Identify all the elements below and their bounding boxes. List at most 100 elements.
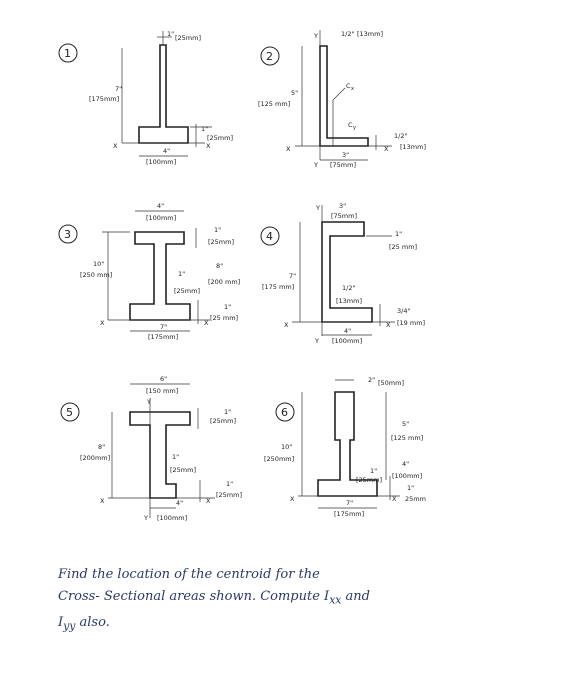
figure-4-number-circle xyxy=(260,226,280,246)
fig6-bot-w-mm: [175mm] xyxy=(334,510,364,518)
figure-4-number: 4 xyxy=(266,230,273,243)
figure-5-number: 5 xyxy=(66,406,73,419)
fig5-axis-x: X xyxy=(100,497,105,505)
fig6-web-t-mm: [25mm] xyxy=(356,476,382,484)
fig5-bot-t: 1" xyxy=(226,480,233,488)
figure-4-section xyxy=(321,221,373,323)
fig6-total-h-mm: [250mm] xyxy=(264,455,294,463)
fig5-top-t-mm: [25mm] xyxy=(210,417,236,425)
fig1-base-w-mm: [100mm] xyxy=(146,158,176,166)
fig3-web-h-mm: [200 mm] xyxy=(208,278,240,286)
fig3-top-t-mm: [25mm] xyxy=(208,238,234,246)
fig4-base-w: 4" xyxy=(344,327,351,335)
fig3-web-t-mm: [25mm] xyxy=(174,287,200,295)
fig6-bot-t-mm: 25mm xyxy=(405,495,426,503)
fig3-bot-w: 7" xyxy=(160,323,167,331)
fig1-base-w: 4" xyxy=(163,147,170,155)
fig6-upper-h-mm: [125 mm] xyxy=(391,434,423,442)
fig6-bot-t: 1" xyxy=(407,484,414,492)
fig2-base-t-mm: [13mm] xyxy=(400,143,426,151)
fig4-top-w-mm: [75mm] xyxy=(331,212,357,220)
fig2-height-mm: [125 mm] xyxy=(258,100,290,108)
fig5-top-w: 6" xyxy=(160,375,167,383)
problem-line-3-sub: yy xyxy=(63,619,76,633)
figure-1-section xyxy=(138,44,189,144)
fig6-web-t: 1" xyxy=(370,467,377,475)
fig1-top-t: 1" xyxy=(167,30,174,38)
fig1-top-t-mm: [25mm] xyxy=(175,34,201,42)
fig4-axis-y: Y xyxy=(315,204,320,212)
figure-2-number: 2 xyxy=(266,50,273,63)
fig1-base-t: 1" xyxy=(201,125,208,133)
fig2-cy-sub: y xyxy=(353,125,356,131)
fig4-base-t: 3/4" xyxy=(397,307,410,315)
fig5-axis-y2: Y xyxy=(143,514,148,522)
fig6-lower-h-mm: [100mm] xyxy=(392,472,422,480)
problem-line-2-sub: xx xyxy=(329,593,342,607)
fig2-base-t: 1/2" xyxy=(394,132,407,140)
fig5-top-t: 1" xyxy=(224,408,231,416)
fig3-top-w: 4" xyxy=(157,202,164,210)
fig2-height: 5" xyxy=(291,89,298,97)
problem-statement: Find the location of the centroid for th… xyxy=(58,564,478,637)
figure-5: 5 6" [150 mm] Y 1" [25mm] 8" [200mm] 1" … xyxy=(60,375,242,522)
fig6-top-w: 2" xyxy=(368,376,375,384)
figure-5-section xyxy=(129,411,191,499)
problem-line-2-end: and xyxy=(341,589,370,604)
fig2-axis-y: Y xyxy=(313,32,318,40)
fig3-web-t: 1" xyxy=(178,270,185,278)
problem-line-1: Find the location of the centroid for th… xyxy=(58,567,320,582)
fig1-web-h: 7" xyxy=(115,85,122,93)
fig6-lower-h: 4" xyxy=(402,460,409,468)
fig5-height: 8" xyxy=(98,443,105,451)
problem-line-2-text: Cross- Sectional areas shown. Compute I xyxy=(58,589,330,604)
fig2-base-w-mm: [75mm] xyxy=(330,161,356,169)
fig1-base-t-mm: [25mm] xyxy=(207,134,233,142)
fig4-top-t: 1" xyxy=(395,230,402,238)
figure-1-number: 1 xyxy=(64,47,71,60)
fig4-base-w-mm: [100mm] xyxy=(332,337,362,345)
fig5-axis-y: Y xyxy=(146,398,151,406)
figure-3-number: 3 xyxy=(64,228,71,241)
fig3-total-h: 10" xyxy=(93,260,104,268)
fig3-top-t: 1" xyxy=(214,226,221,234)
fig4-axis-x: X xyxy=(284,321,289,329)
figure-2: 2 Y 1/2" [13mm] 5" [125 mm] C x C y 1/2"… xyxy=(258,30,426,169)
fig2-cx: C xyxy=(346,82,351,90)
figure-1-number-circle xyxy=(58,43,78,63)
fig3-total-h-mm: [250 mm] xyxy=(80,271,112,279)
problem-line-2: Cross- Sectional areas shown. Compute Ix… xyxy=(58,586,478,612)
problem-line-3-end: also. xyxy=(75,614,110,630)
fig3-bot-t: 1" xyxy=(224,303,231,311)
problem-line-3-text: I xyxy=(58,614,64,630)
fig1-axis-x: X xyxy=(113,142,118,150)
fig2-top-t: 1/2" xyxy=(341,30,354,38)
fig2-cy: C xyxy=(348,121,353,129)
fig6-top-w-mm: [50mm] xyxy=(378,379,404,387)
fig2-cx-sub: x xyxy=(351,86,354,92)
fig6-upper-h: 5" xyxy=(402,420,409,428)
fig4-top-t-mm: [25 mm] xyxy=(389,243,417,251)
fig5-height-mm: [200mm] xyxy=(80,454,110,462)
fig4-web-t: 1/2" xyxy=(342,284,355,292)
fig2-top-t-mm: [13mm] xyxy=(357,30,383,38)
fig2-axis-x: X xyxy=(286,145,291,153)
fig3-bot-w-mm: [175mm] xyxy=(148,333,178,341)
fig4-top-w: 3" xyxy=(339,202,346,210)
fig3-axis-x: X xyxy=(100,319,105,327)
fig2-axis-x2: X xyxy=(384,145,389,153)
fig5-bot-w: 4" xyxy=(176,499,183,507)
fig4-axis-x2: X xyxy=(386,321,391,329)
fig6-axis-x2: X xyxy=(392,495,397,503)
fig1-web-h-mm: [175mm] xyxy=(89,95,119,103)
figure-6-number: 6 xyxy=(281,406,288,419)
figure-1: 1 1" [25mm] 7" [175mm] 1" [25mm] X X 4" … xyxy=(58,30,233,166)
fig6-axis-x: X xyxy=(290,495,295,503)
figure-6-number-circle xyxy=(275,402,295,422)
fig6-bot-w: 7" xyxy=(346,499,353,507)
figure-4: 4 Y 3" [75mm] 1" [25 mm] 7" [175 mm] 1/2… xyxy=(260,202,425,345)
figure-3: 3 4" [100mm] 10" [250 mm] 1" [25mm] 1" [… xyxy=(58,202,240,341)
figure-3-number-circle xyxy=(58,224,78,244)
fig2-axis-y2: Y xyxy=(313,161,318,169)
